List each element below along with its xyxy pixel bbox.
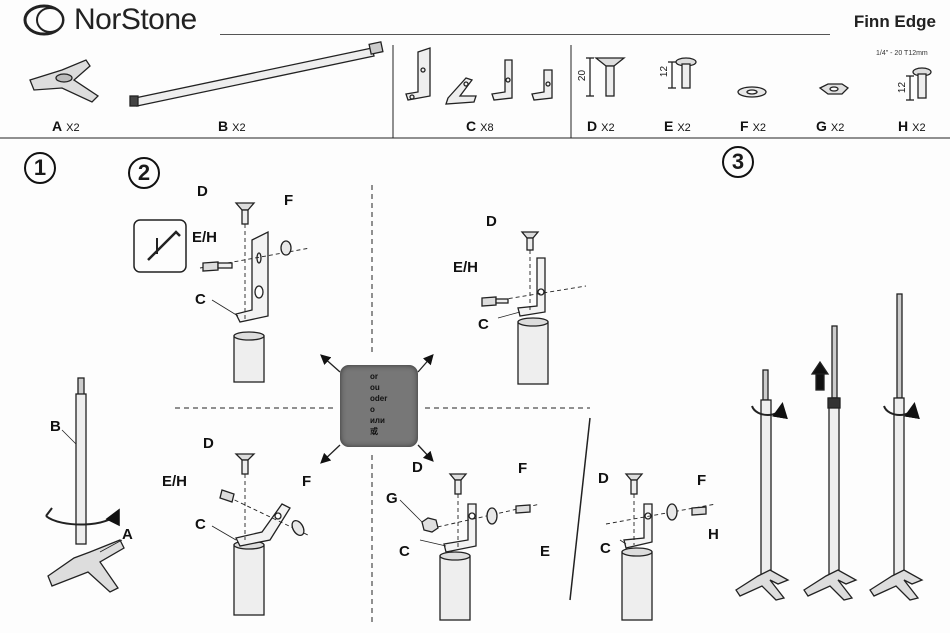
callout-d-opt1: D [197, 183, 208, 200]
step2-option-5 [605, 473, 717, 621]
step-3-number: 3 [722, 146, 754, 178]
callout-eh-opt3: E/H [162, 473, 188, 490]
e-length-label: 12 [659, 65, 671, 78]
step-2-number: 2 [128, 157, 160, 189]
h-spec-text: 1/4" - 20 T12mm [876, 50, 928, 57]
step3-stand-3 [869, 293, 924, 601]
step1-assembly [45, 377, 125, 593]
callout-f-opt4: F [518, 460, 528, 477]
d-length-label: 20 [577, 69, 589, 82]
callout-f-opt1: F [284, 192, 294, 209]
part-f-washer [737, 86, 767, 98]
step3-stand-1 [735, 369, 790, 601]
step3-stand-2 [803, 325, 858, 601]
callout-c-opt2: C [478, 316, 489, 333]
brand-mark-icon [23, 4, 65, 36]
step2-option-4 [421, 473, 541, 621]
callout-f-opt5: F [697, 472, 707, 489]
header-rule [220, 34, 830, 35]
callout-c-opt4: C [399, 543, 410, 560]
callout-c-opt3: C [195, 516, 206, 533]
callout-e-opt4: E [540, 543, 551, 560]
part-e-screw [668, 57, 697, 89]
brand-logo: NorStone [22, 3, 197, 37]
callout-h-opt5: H [708, 526, 719, 543]
part-a-base [29, 59, 100, 103]
part-b-rod [129, 41, 384, 107]
h-length-label: 12 [897, 81, 909, 94]
callout-b-step1: B [50, 418, 61, 435]
or-word-zh: 或 [370, 427, 378, 436]
step2-option-1 [199, 202, 311, 383]
callout-eh-opt1: E/H [192, 229, 218, 246]
part-h-screw [906, 67, 932, 101]
callout-d-opt2: D [486, 213, 497, 230]
model-name: Finn Edge [853, 12, 936, 31]
callout-eh-opt2: E/H [453, 259, 479, 276]
or-word-it: o [370, 405, 375, 414]
callout-d-opt4: D [412, 459, 423, 476]
callout-d-opt3: D [203, 435, 214, 452]
step2-option-2 [481, 231, 587, 385]
callout-a-step1: A [122, 526, 133, 543]
or-alternatives-box: or ou oder o или 或 [340, 365, 418, 447]
part-d-screw [586, 57, 626, 97]
part-c-brackets [405, 47, 553, 105]
or-word-ru: или [370, 416, 385, 425]
callout-d-opt5: D [598, 470, 609, 487]
callout-c-opt1: C [195, 291, 206, 308]
step2-option-3 [219, 453, 311, 616]
or-word-fr: ou [370, 383, 380, 392]
part-g-nut [818, 83, 850, 95]
or-word-de: oder [370, 394, 388, 403]
brand-name: NorStone [74, 3, 197, 36]
callout-c-opt5: C [600, 540, 611, 557]
step-1-number: 1 [24, 152, 56, 184]
callout-g-opt4: G [386, 490, 398, 507]
callout-f-opt3: F [302, 473, 312, 490]
allen-key-icon [133, 219, 187, 273]
or-word-en: or [370, 372, 378, 381]
